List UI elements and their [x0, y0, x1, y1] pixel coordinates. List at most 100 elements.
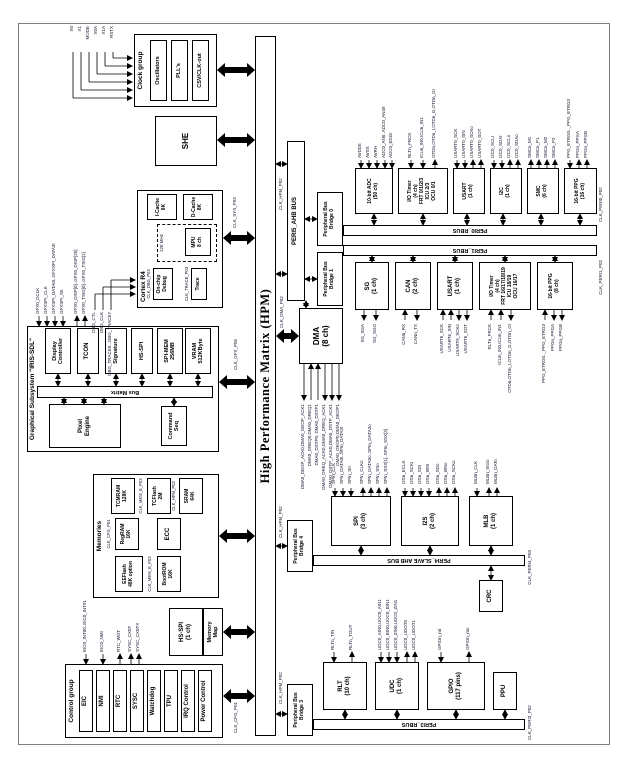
pin-spi-clk: SPIn_CLK — [331, 462, 336, 484]
pin-i2s-sdi: I2Sn_SDI — [417, 464, 422, 484]
hpm-bus: High Performance Matrix (HPM) — [255, 36, 276, 736]
pin-i2c-sdai: I2C0_SDAI — [498, 135, 503, 158]
pin-iot1-otd: OTDn,OTDn_I,OTDn_G,OTDn_GI — [507, 324, 512, 393]
pin-ppg16-ppgb: PPGn_PPGB — [583, 130, 588, 158]
pin-ppg8-etrg: PPG_ETRG0.._PPG_ETRG3 — [541, 324, 546, 384]
pin-gfxspi-clk: GFXSPI_CLK — [43, 286, 48, 314]
pin-rlt-tout: RLTn_TOUT — [348, 624, 353, 650]
pin-ppg8-ppga: PPGn_PPGA — [550, 324, 555, 352]
block-smc: SMC (6 ch) — [527, 168, 559, 214]
block-tcflash: TCFlash 2M — [147, 478, 171, 514]
pin-smc-m2: SMCn_M2 — [543, 136, 548, 158]
clk-trace-label: CLK_TRACE_P03 — [184, 266, 189, 302]
block-gfx-hs-spi: HS-SPI — [131, 328, 153, 374]
clk-mem-e-p03-label-2: CLK_MEM_E_P03 — [138, 478, 143, 514]
block-io-timer0: I/O Timer (4 ch) FRT 0/1/2/3 ICU 2/3 OCU… — [398, 168, 448, 214]
block-ppg16: 16-bit PPG (16 ch) — [564, 168, 597, 214]
pin-i2s-wsi: I2Sn_WSI — [425, 463, 430, 484]
block-she: SHE — [155, 116, 217, 166]
connector-lines — [36, 52, 590, 720]
pin-sg-sga: SG_SGA — [360, 324, 365, 343]
pin-usart0-scko: USART0_SCKo — [469, 126, 474, 158]
clk-hpm-mem-label: CLK_HPM_P02 — [171, 481, 176, 511]
block-i2s: I2S (2 ch) — [401, 496, 459, 546]
pin-i2s-sdo: I2Sn_SDo — [435, 463, 440, 484]
clk-hpm-p02-label-bridge3: CLK_HPM_P02 — [278, 672, 283, 704]
pin-spi-sii: SPIn_SII — [347, 466, 352, 484]
pin-ppg16-etrg: PPG_ETRG0.._PPG_ETRG3 — [566, 98, 571, 158]
pin-spi-datai: SPIn_DATA0I..SPIn_DATA3I — [339, 426, 344, 484]
block-csv-clk-out: CSV/CLK-out — [192, 40, 209, 101]
block-regram: RegRAM 16K — [115, 518, 139, 550]
block-trace: Trace — [191, 268, 207, 300]
thick-bus-arrow — [219, 529, 255, 543]
clk-peri0-label: CLK_PERI0_P02 — [598, 187, 603, 222]
pin-iot1-icu: ICUn_IN0,ICUn_IN1 — [497, 324, 502, 365]
thick-bus-arrow — [276, 329, 299, 343]
pin-x1a: X1A — [101, 26, 106, 35]
block-gpio: GPIO (117 pins) — [427, 662, 485, 710]
clk-cfg-p01-label: CLK_CFG_P01 — [233, 702, 238, 734]
pin-usart0-sck: USART0_SCK — [453, 128, 458, 158]
graphics-subsystem-title: Graphical Subsystem "IRIS-SDL" — [29, 337, 36, 441]
pin-smc-p1: SMCn_P1 — [535, 137, 540, 158]
thick-bus-arrow — [223, 231, 255, 245]
pin-dma-dreq-ack: DMA0_DREQ_ACK0,DMA0_DREQ_ACK1 — [321, 404, 326, 490]
peri5-bus: PERI5_AHB BUS — [287, 141, 305, 301]
memories-title: Memories — [96, 520, 103, 552]
clk-peri4-label: CLK_PERI4_P03 — [527, 550, 532, 585]
pin-usart0-sot: USART0_SOT — [477, 128, 482, 158]
block-icache: I-Cache 8K — [147, 194, 177, 220]
block-hs-spi: HS-SPI (1 ch) — [169, 608, 203, 656]
pin-eic-nmi: EIC0_NMI — [99, 631, 104, 652]
control-group-title: Control group — [68, 679, 75, 723]
pin-i2c-sdao: I2C0_SDAo — [514, 134, 519, 158]
block-dma: DMA (8 ch) — [299, 308, 343, 364]
pin-mode: MODE — [85, 26, 90, 40]
block-tpu: TPU — [164, 670, 178, 732]
block-watchdog: Watchdog — [147, 670, 161, 732]
pin-gfx-disp: GFX0_DISP[0]..GFX0_DISP[25] — [73, 249, 78, 314]
pin-sysc-cx0t: SYSC_CX0T — [127, 625, 132, 652]
block-layer: High Performance Matrix (HPM) PERI5_AHB B… — [19, 24, 609, 744]
pin-x0: X0 — [69, 26, 74, 32]
block-spi-mem: SPI-MEM 256MB — [157, 328, 183, 374]
pin-dbg-clk: DBG_CLK — [99, 312, 104, 334]
pin-gfx-tsig: GFX0_TSIG[0]..GFX0_TSIG[1] — [81, 251, 86, 314]
block-sram: SRAM 64K — [179, 478, 203, 514]
block-memory-map: Memory Map — [203, 608, 223, 656]
clk-hpm-p02-label-bridge4: CLK_HPM_P02 — [278, 506, 283, 538]
pin-udc-ain: UDC0_AIN0,UDC0_AIN1 — [377, 599, 382, 650]
pin-i2s-wso: I2Sn_WSo — [443, 462, 448, 484]
peri0-bus-label: PERI0_RBUS — [452, 227, 488, 233]
pin-usart6-sot: USART6_SOT — [463, 324, 468, 354]
block-irq-control: IRQ Control — [181, 670, 195, 732]
pin-sg-sgo: SG_SGO — [372, 324, 377, 344]
thick-bus-arrow — [223, 625, 255, 639]
pin-dma-dreq: DMA0_DREQ0,DMA0_DREQ1 — [307, 404, 312, 467]
block-tcmram: TCMRAM 128K — [111, 478, 135, 514]
peri4-bus-label: PERI4_SLAVE AHB BUS — [387, 557, 451, 563]
pin-udc-udot0: UDC0_UDOT0 — [403, 619, 408, 650]
clk-hpm-p02-label-peri5: CLK_HPM_P02 — [278, 178, 283, 210]
block-can: CAN (2 ch) — [395, 262, 431, 310]
pin-gpio-mi: GPIOn_mi — [437, 628, 442, 650]
pin-spi-sso: SPIn_SSo — [375, 463, 380, 484]
pin-udc-zin: UDC0_ZIN0,UDC0_ZIN1 — [393, 599, 398, 650]
pin-adc-an: ADC0_AN0..ADC0_AN49 — [381, 106, 386, 158]
pin-usart0-sin: USART0_SIN — [461, 130, 466, 158]
block-oscillators: Oscillators — [150, 40, 167, 101]
pin-gfxspi-sii: GFXSPI_SII — [59, 289, 64, 314]
pin-avrh: AVRH — [373, 145, 378, 158]
pin-avss: AVSS — [365, 146, 370, 158]
pin-dma-dstp-ack: DMA0_DSTP_ACK0,DMA0_DSTP_ACK1 — [328, 404, 333, 488]
pin-gfxspi-data: GFXSPI_DATA0I..GFXSPI_DATA3I — [51, 243, 56, 314]
gfx-bus-matrix-label: Bus Matrix — [110, 389, 140, 395]
pin-iot0-frck: RLTn_FRCK — [407, 132, 412, 158]
clk-cfg-p04-label: CLK_CFG_P04 — [106, 519, 111, 549]
pin-mlb-clk: MLBn_CLK — [473, 460, 478, 484]
thick-bus-arrow — [217, 133, 255, 147]
pin-ppg16-ppga: PPGn_PPGA — [575, 130, 580, 158]
pin-iot1-frck: RLTn_FRCK — [487, 324, 492, 350]
